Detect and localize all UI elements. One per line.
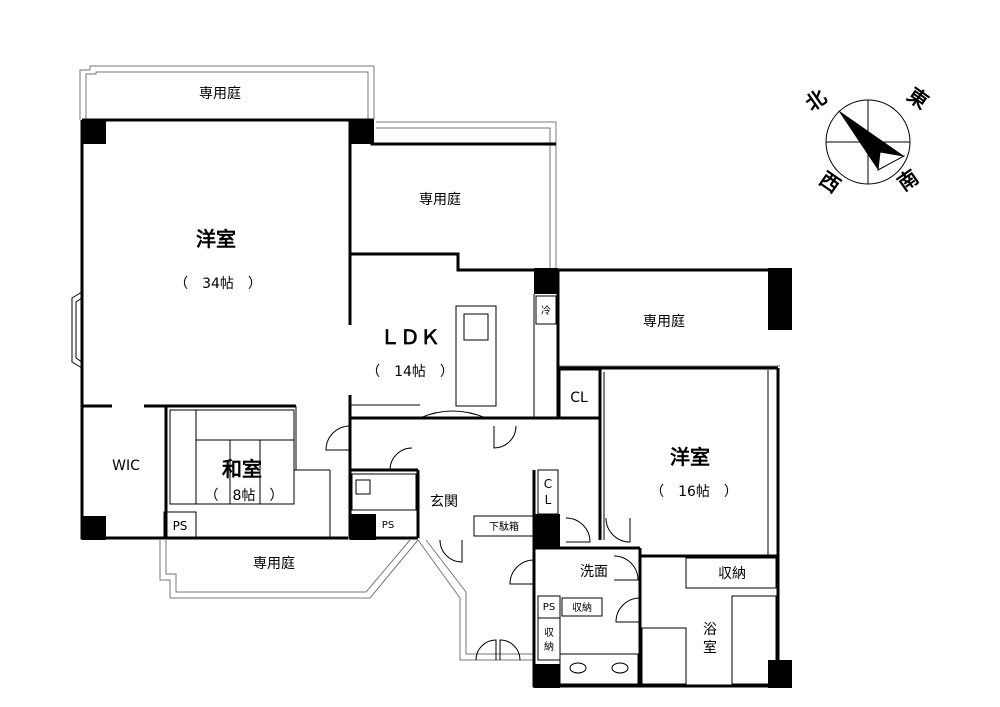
garden-center-label: 専用庭 bbox=[419, 191, 461, 208]
washroom-label: 洗面 bbox=[580, 564, 608, 580]
japanese-room-size: （ 8帖 ） bbox=[205, 488, 284, 504]
entrance-porch-outline bbox=[417, 539, 534, 661]
wic-label: WIC bbox=[112, 458, 140, 474]
garden-right-label: 専用庭 bbox=[643, 313, 685, 330]
garden-top-outline bbox=[79, 65, 375, 120]
shoe-cabinet-label: 下駄箱 bbox=[489, 520, 519, 533]
compass: 北 東 南 西 bbox=[801, 83, 933, 198]
closet-vertical-label-line1: C bbox=[544, 477, 552, 491]
storage-right-label: 収納 bbox=[718, 566, 746, 582]
fridge-label: 冷 bbox=[541, 304, 551, 317]
japanese-room-name: 和室 bbox=[222, 457, 262, 481]
bathroom-label-line2: 室 bbox=[703, 639, 717, 656]
exterior-walls bbox=[80, 118, 792, 688]
western-large-room-size: （ 34帖 ） bbox=[174, 276, 262, 292]
door-swings bbox=[325, 410, 641, 661]
garden-bottom-outline bbox=[159, 539, 419, 599]
interior-details bbox=[169, 294, 777, 685]
compass-west: 西 bbox=[815, 167, 845, 198]
bathroom-label-line1: 浴 bbox=[703, 622, 717, 638]
compass-south: 南 bbox=[893, 165, 923, 196]
closet-vertical-label-line2: L bbox=[545, 493, 552, 507]
compass-east: 東 bbox=[903, 83, 933, 114]
ps-mid-label: PS bbox=[382, 520, 394, 531]
bay-window bbox=[71, 291, 83, 369]
storage-small-label: 収納 bbox=[572, 601, 592, 614]
compass-north: 北 bbox=[801, 85, 831, 116]
garden-top-label: 専用庭 bbox=[199, 85, 241, 102]
ps-left-label: PS bbox=[173, 519, 188, 533]
ps-right-label: PS bbox=[543, 602, 555, 613]
storage-vertical-label-line2: 納 bbox=[544, 640, 554, 653]
closet-upper-label: CL bbox=[570, 390, 588, 406]
entrance-label: 玄関 bbox=[430, 493, 458, 510]
western-small-room-name: 洋室 bbox=[670, 445, 710, 469]
western-large-room-name: 洋室 bbox=[196, 227, 236, 251]
western-small-room-size: （ 16帖 ） bbox=[650, 484, 738, 500]
ldk-room-name: ＬＤＫ bbox=[380, 325, 440, 349]
ps-left-box bbox=[163, 511, 197, 539]
columns bbox=[82, 120, 792, 688]
storage-vertical-label-line1: 収 bbox=[544, 627, 554, 639]
ldk-room-size: （ 14帖 ） bbox=[366, 364, 454, 380]
garden-center-outline bbox=[376, 121, 557, 268]
garden-bottom-label: 専用庭 bbox=[253, 555, 295, 572]
